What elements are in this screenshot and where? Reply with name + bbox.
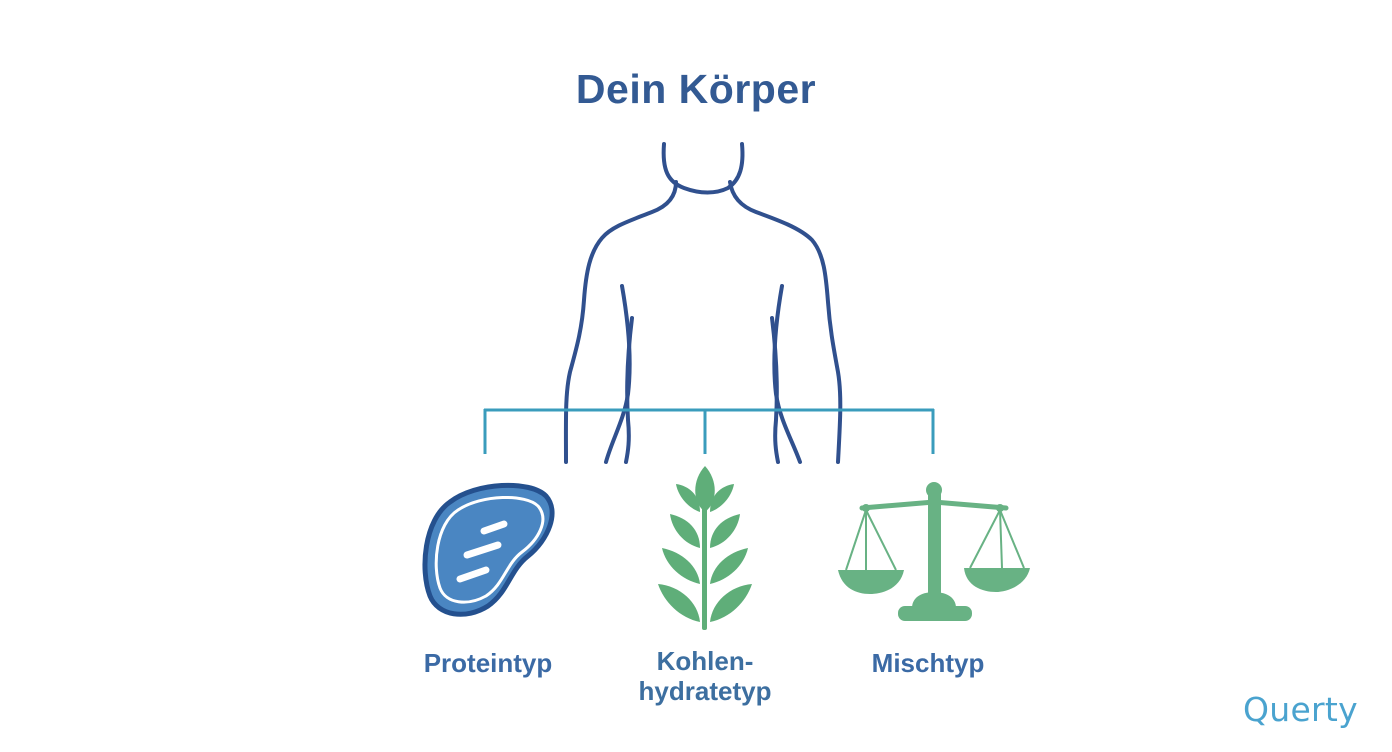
branch-connector	[483, 408, 935, 454]
branch-label-kohlenhydratetyp: Kohlen- hydratetyp	[605, 646, 805, 706]
brand-logo: Querty	[1242, 690, 1358, 729]
protein-bean-icon	[422, 482, 555, 617]
branch-label-proteintyp: Proteintyp	[423, 648, 553, 678]
branch-label-line: Kohlen-	[656, 646, 754, 676]
diagram-title: Dein Körper	[575, 66, 817, 112]
plant-sprout-icon	[658, 466, 752, 630]
balance-scale-icon	[838, 482, 1030, 621]
body-silhouette-icon	[563, 142, 843, 464]
branch-label-line: hydratetyp	[638, 676, 772, 706]
branch-label-mischtyp: Mischtyp	[871, 648, 985, 678]
